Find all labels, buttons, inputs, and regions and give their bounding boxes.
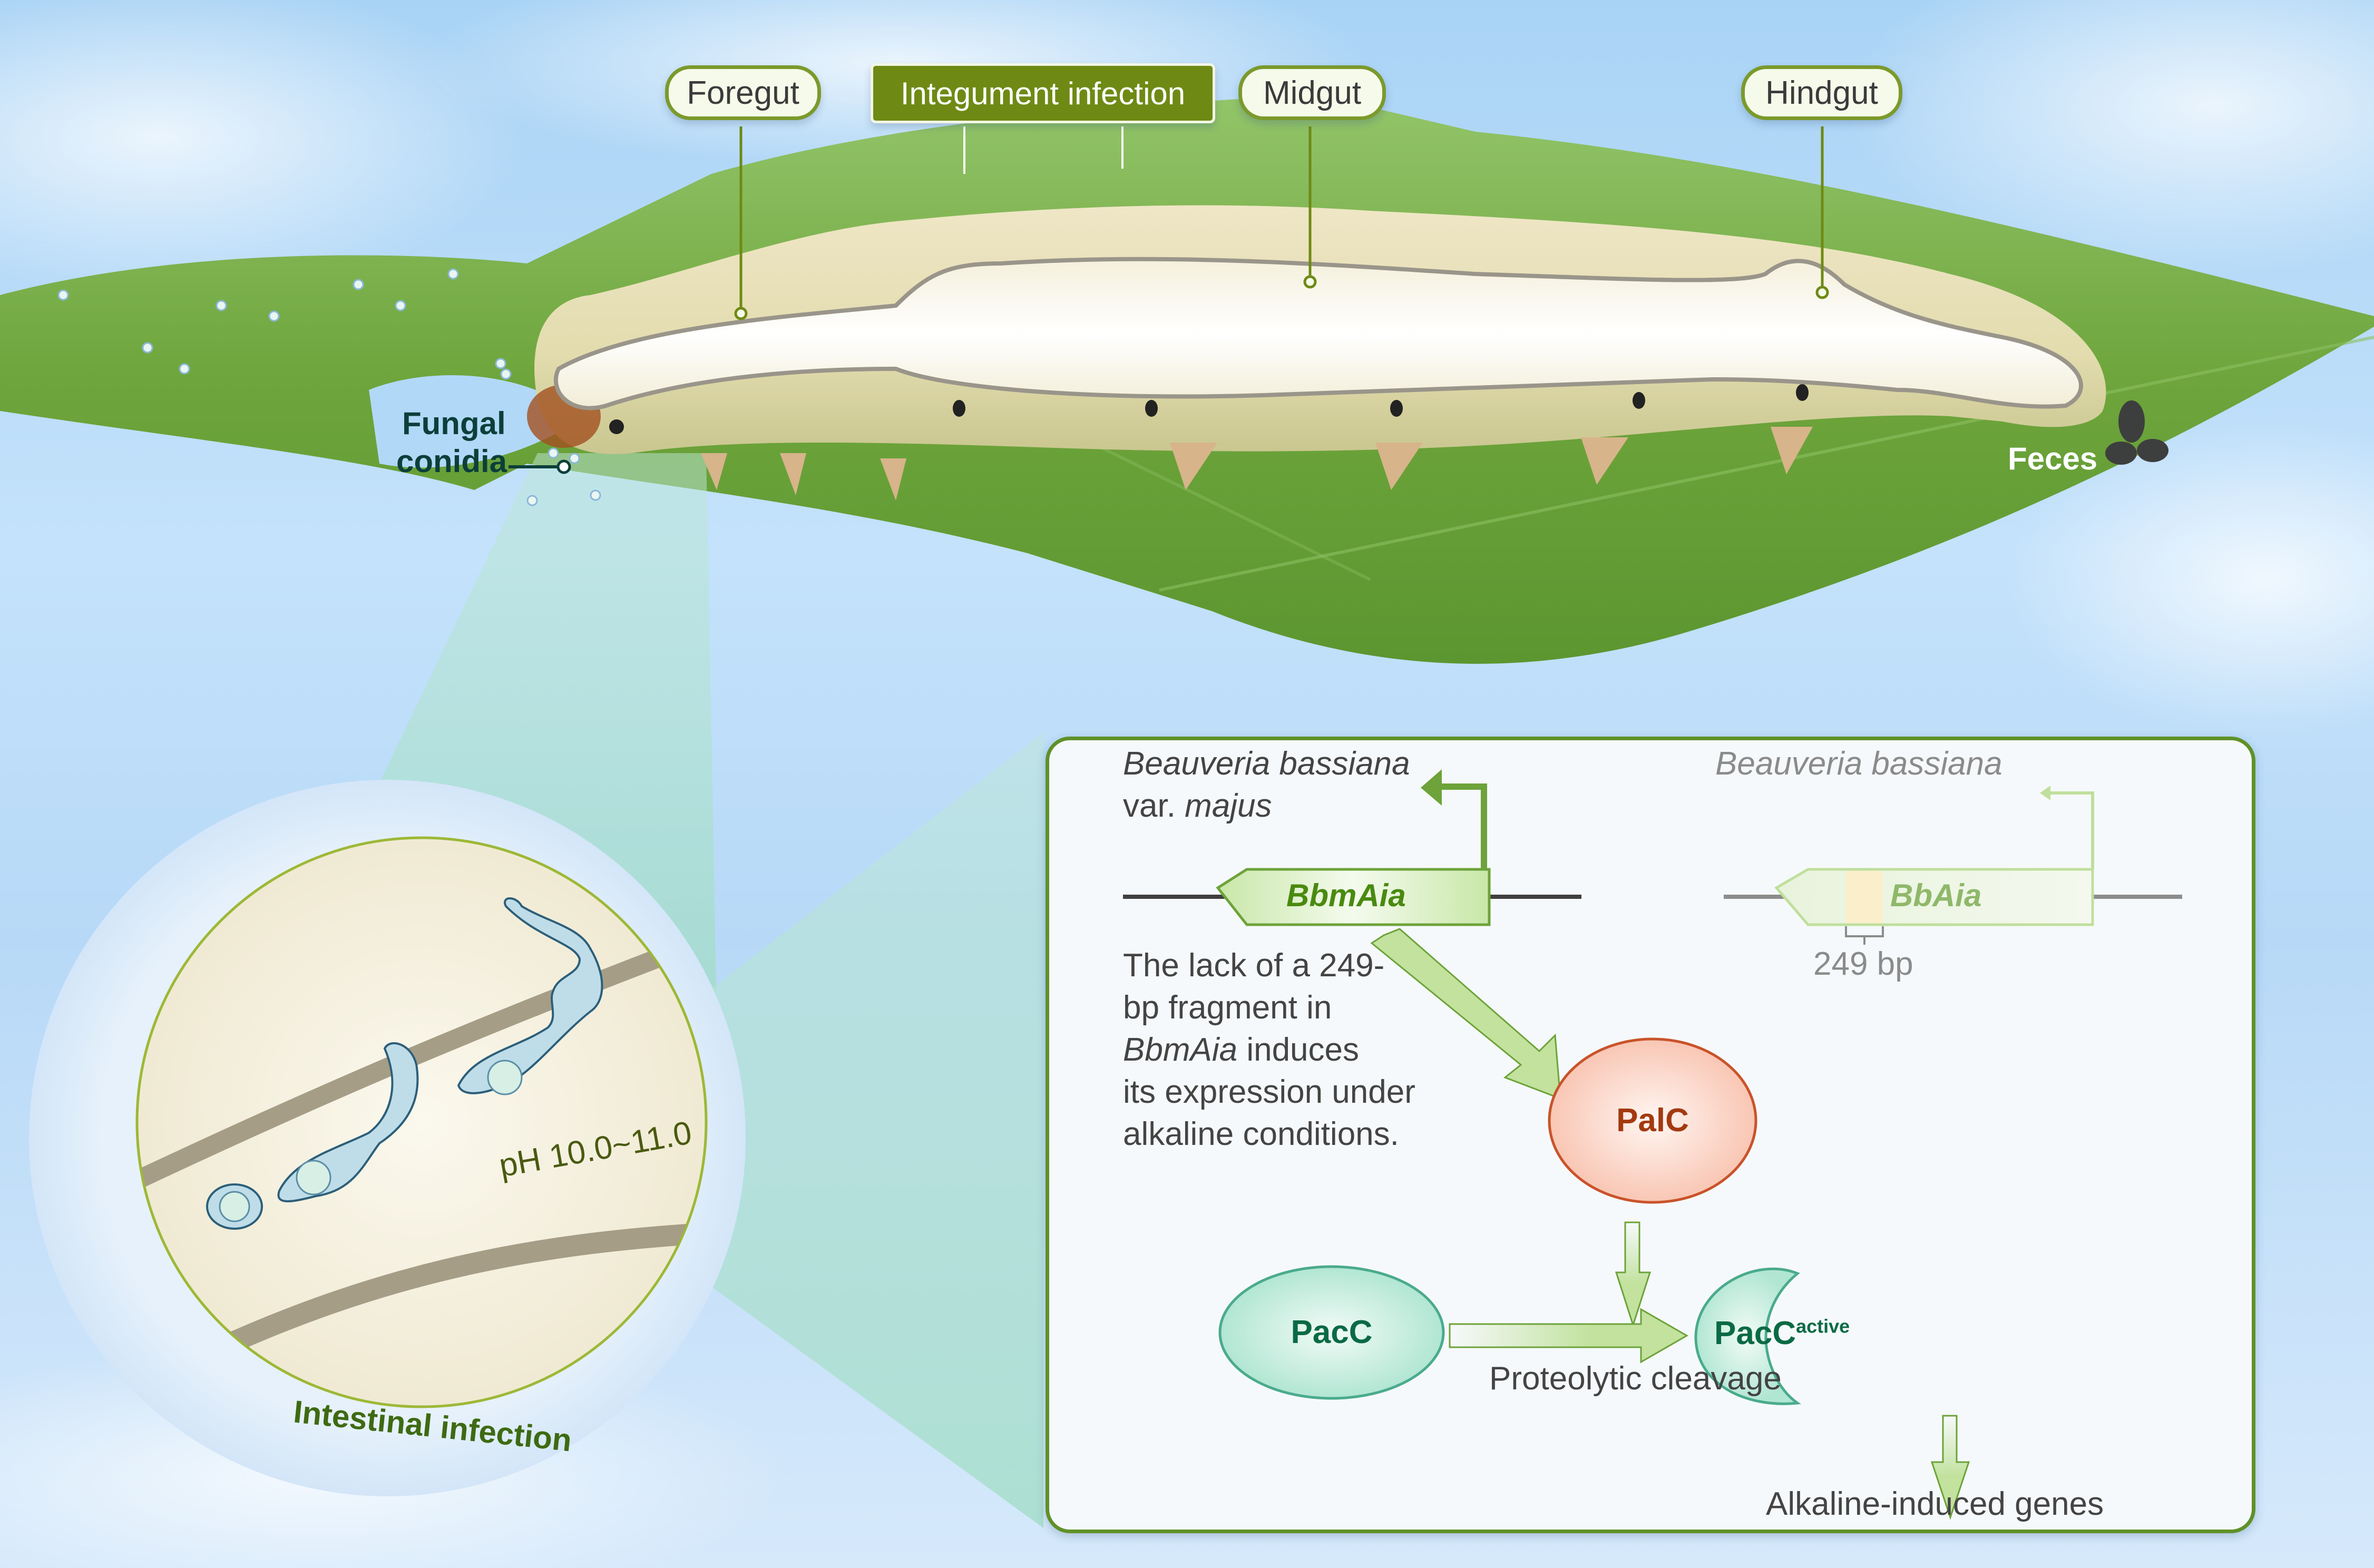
arrow-cleavage — [1449, 1308, 1689, 1364]
description-line4: its expression under — [1123, 1074, 1415, 1110]
mechanism-panel: Beauveria bassiana var. majus Beauveria … — [1046, 737, 2255, 1533]
callout-hindgut: Hindgut — [1741, 65, 1902, 120]
panel-graphics — [1123, 769, 2182, 1520]
callout-midgut: Midgut — [1238, 65, 1386, 120]
left-species-var: var. — [1123, 788, 1185, 824]
palc-label: PalC — [1616, 1102, 1689, 1139]
right-species: Beauveria bassiana — [1715, 746, 2002, 782]
left-species-line2: var. majus — [1123, 785, 1272, 827]
pacc-label: PacC — [1291, 1314, 1373, 1350]
description-line5: alkaline conditions. — [1123, 1116, 1399, 1152]
gene-bbmaia-label: BbmAia — [1286, 878, 1406, 913]
pacc-node — [1218, 1265, 1445, 1400]
callout-integument-infection: Integument infection — [871, 63, 1215, 123]
promoter-arrow-right — [2050, 791, 2094, 869]
output-label: Alkaline-induced genes — [1766, 1486, 2104, 1522]
fungal-conidia-label: Fungal conidia — [396, 405, 507, 481]
deletion-size-label: 249 bp — [1813, 946, 1913, 982]
fungal-conidia-line1: Fungal — [402, 406, 506, 441]
feces-label: Feces — [2008, 441, 2098, 476]
palc-node — [1548, 1037, 1757, 1204]
deletion-brace — [1845, 926, 1884, 945]
deleted-fragment — [1846, 871, 1883, 923]
description-line2: bp fragment in — [1123, 989, 1332, 1026]
feces-pellets — [2105, 400, 2168, 465]
cleavage-label: Proteolytic cleavage — [1489, 1360, 1782, 1397]
callout-foregut: Foregut — [665, 65, 821, 120]
arrow-palc-down — [1615, 1221, 1652, 1328]
pacc-active-label: PacCactive — [1714, 1315, 1850, 1352]
pacc-active-node — [1694, 1267, 1801, 1405]
fungal-conidia-line2: conidia — [396, 444, 507, 479]
description-line3: BbmAia induces — [1123, 1029, 1415, 1071]
description-gene: BbmAia — [1123, 1032, 1238, 1068]
pacc-active-sup: active — [1796, 1315, 1850, 1337]
inset-lens — [135, 836, 708, 1408]
pacc-active-base: PacC — [1714, 1315, 1796, 1351]
left-species-majus: majus — [1185, 788, 1272, 824]
arrow-to-genes — [1930, 1415, 1970, 1520]
gene-bbmaia — [1216, 868, 1491, 926]
description-line1: The lack of a 249- — [1123, 947, 1385, 984]
promoter-arrow-left — [1442, 783, 1487, 869]
gene-bbaia-label: BbAia — [1890, 878, 1982, 913]
left-species-line1: Beauveria bassiana — [1123, 746, 1410, 782]
gut — [554, 257, 2083, 410]
description-text: The lack of a 249- bp fragment in BbmAia… — [1123, 945, 1415, 1155]
description-line3-rest: induces — [1237, 1032, 1360, 1068]
